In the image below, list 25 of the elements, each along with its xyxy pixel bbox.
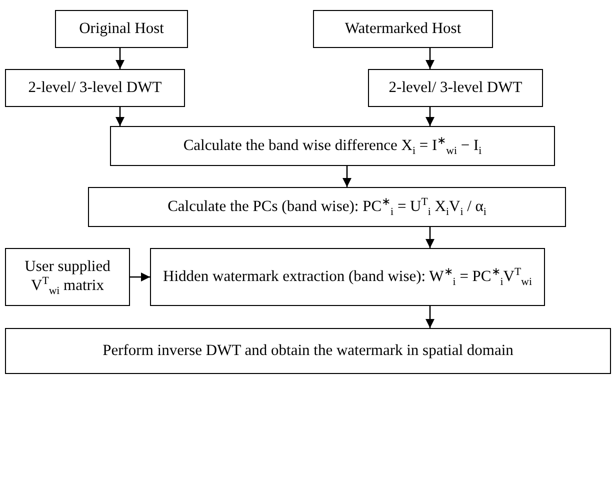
process-box [313,10,493,48]
process-box [110,126,555,166]
process-box [5,328,611,374]
arrow [342,166,352,187]
box-label: Perform inverse DWT and obtain the watermark in spatial domain [102,342,514,360]
arrow [115,48,125,69]
box-label: User supplied V$^{T}$$_{wi}$ matrix [24,258,112,296]
process-box [55,10,188,48]
process-box [5,248,130,306]
arrow [425,48,435,69]
arrow [425,227,435,248]
arrow [425,107,435,126]
box-label: Watermarked Host [344,20,462,38]
process-box [5,69,185,107]
process-box [150,248,545,306]
box-label: Calculate the PCs (band wise): PC$^{∗}$$_{i}$ = U$^{T}$$_{i}$ X$_{i}$V$_{i}$ / α$_{i}$ [168,198,486,216]
box-label: 2-level/ 3-level DWT [28,78,162,98]
box-label: Original Host [79,20,164,38]
arrow [130,272,150,282]
arrow [425,306,435,328]
box-label: 2-level/ 3-level DWT [388,78,522,98]
process-box [368,69,543,107]
arrow [115,107,125,126]
box-label: Calculate the band wise difference X$_{i}$ = I$^{∗}$$_{wi}$ − I$_{i}$ [183,136,482,156]
process-box [88,187,566,227]
